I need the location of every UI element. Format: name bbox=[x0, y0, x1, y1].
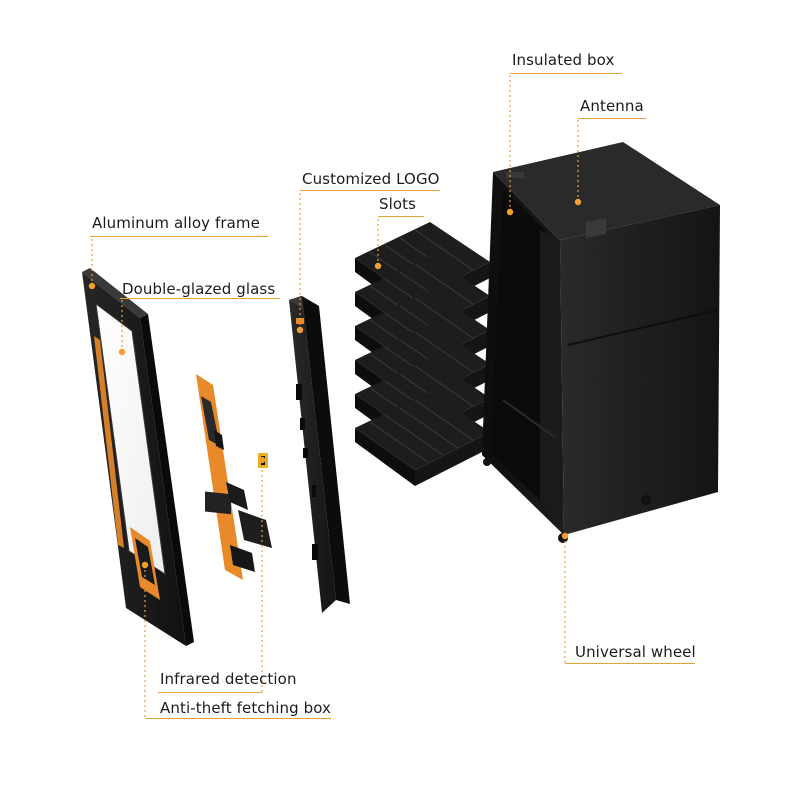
underline-double-glazed-glass bbox=[120, 298, 280, 299]
underline-antenna bbox=[578, 118, 646, 119]
label-anti-theft-box: Anti-theft fetching box bbox=[160, 699, 332, 717]
control-board-assembly bbox=[196, 374, 272, 580]
label-customized-logo: Customized LOGO bbox=[302, 170, 440, 188]
double-glazed-glass-pane bbox=[96, 304, 165, 574]
label-double-glazed-glass: Double-glazed glass bbox=[122, 280, 276, 298]
underline-slots bbox=[378, 216, 424, 217]
leader-lines bbox=[91, 73, 579, 718]
label-universal-wheel: Universal wheel bbox=[575, 643, 696, 661]
label-infrared-detection: Infrared detection bbox=[160, 670, 297, 688]
aluminum-frame-door bbox=[82, 268, 194, 646]
label-aluminum-frame: Aluminum alloy frame bbox=[92, 214, 260, 232]
underline-customized-logo bbox=[300, 190, 440, 191]
slots-trays bbox=[355, 222, 490, 486]
side-panel-strip bbox=[289, 296, 350, 613]
label-slots: Slots bbox=[379, 195, 417, 213]
label-insulated-box: Insulated box bbox=[512, 51, 615, 69]
insulated-box-cabinet bbox=[482, 142, 720, 543]
underline-aluminum-frame bbox=[90, 236, 268, 237]
underline-infrared-detection bbox=[158, 692, 262, 693]
underline-universal-wheel bbox=[565, 663, 695, 664]
label-antenna: Antenna bbox=[580, 97, 644, 115]
leader-dots bbox=[88, 198, 582, 569]
underline-anti-theft-box bbox=[145, 718, 331, 719]
underline-insulated-box bbox=[510, 73, 622, 74]
